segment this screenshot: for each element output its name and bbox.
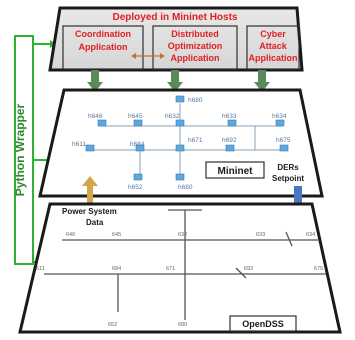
host-label: h652: [128, 184, 143, 191]
power-data-label: Data: [86, 218, 104, 227]
bus-labels: 646 645 632 633 634 611 684 671 692 675 …: [36, 232, 323, 328]
host-computer-icon: [275, 119, 285, 127]
bus-label: 692: [244, 266, 253, 272]
host-label: h671: [188, 137, 203, 144]
app-coordination-line1: Coordination: [75, 29, 131, 39]
host-computer-icon: [175, 173, 185, 181]
host-computer-icon: [227, 119, 237, 127]
opendss-label: OpenDSS: [242, 319, 284, 329]
bus-label: 611: [36, 266, 45, 272]
app-distributed-line2: Optimization: [168, 41, 223, 51]
ders-label: DERs: [277, 163, 299, 172]
bus-label: 645: [112, 232, 121, 238]
app-cyber-line2: Attack: [259, 41, 288, 51]
app-exchange-arrow: [131, 53, 165, 59]
app-cyber-line3: Application: [249, 53, 298, 63]
host-label: h680: [188, 97, 203, 104]
host-computer-icon: [279, 144, 289, 152]
host-computer-icon: [133, 119, 143, 127]
bus-label: 684: [112, 266, 121, 272]
mininet-host-labels: h680 h646 h645 h632 h633 h634 h611 h684 …: [72, 97, 291, 191]
app-box-distributed: [152, 25, 238, 70]
top-to-mininet-arrows: [87, 70, 270, 92]
python-wrapper-label: Python Wrapper: [13, 103, 27, 196]
mininet-label: Mininet: [218, 166, 254, 177]
power-data-up-arrow: [82, 176, 98, 216]
host-label: h675: [276, 137, 291, 144]
host-computer-icon: [175, 95, 185, 103]
host-computer-icon: [175, 119, 185, 127]
bus-label: 634: [306, 232, 315, 238]
host-label: h692: [222, 137, 237, 144]
host-computer-icon: [175, 144, 185, 152]
host-label: h684: [130, 141, 145, 148]
mininet-label-box: [205, 161, 265, 179]
bus-label: 633: [256, 232, 265, 238]
app-distributed-line3: Application: [171, 53, 220, 63]
host-label: h633: [222, 113, 237, 120]
app-box-cyber: [246, 25, 300, 70]
feeder-lines: [44, 209, 326, 320]
top-layer-title: Deployed in Mininet Hosts: [112, 12, 237, 23]
python-wrapper-bar: [14, 35, 34, 265]
app-cyber-line1: Cyber: [260, 29, 286, 39]
app-box-coordination: [62, 25, 144, 70]
mininet-hosts: [85, 95, 289, 181]
host-computer-icon: [133, 173, 143, 181]
host-computer-icon: [225, 144, 235, 152]
bus-label: 671: [166, 266, 175, 272]
host-label: h645: [128, 113, 143, 120]
mininet-links: [90, 103, 288, 178]
host-label: h634: [272, 113, 287, 120]
host-label: h632: [165, 113, 180, 120]
bus-label: 632: [178, 232, 187, 238]
opendss-label-box: [229, 315, 297, 332]
bus-label: 652: [108, 322, 117, 328]
host-computer-icon: [85, 144, 95, 152]
host-label: h646: [88, 113, 103, 120]
host-computer-icon: [135, 144, 145, 152]
app-distributed-line1: Distributed: [171, 29, 219, 39]
power-system-layer-plane: [18, 202, 342, 334]
setpoint-label: Setpoint: [272, 174, 304, 183]
host-label: h611: [72, 141, 86, 148]
app-coordination-line2: Application: [79, 42, 128, 52]
host-label: h680: [178, 184, 193, 191]
bus-label: 646: [66, 232, 75, 238]
bus-label: 675: [314, 266, 323, 272]
top-layer-plane: [48, 6, 304, 72]
host-computer-icon: [97, 119, 107, 127]
power-system-label: Power System: [62, 207, 117, 216]
bus-label: 680: [178, 322, 187, 328]
